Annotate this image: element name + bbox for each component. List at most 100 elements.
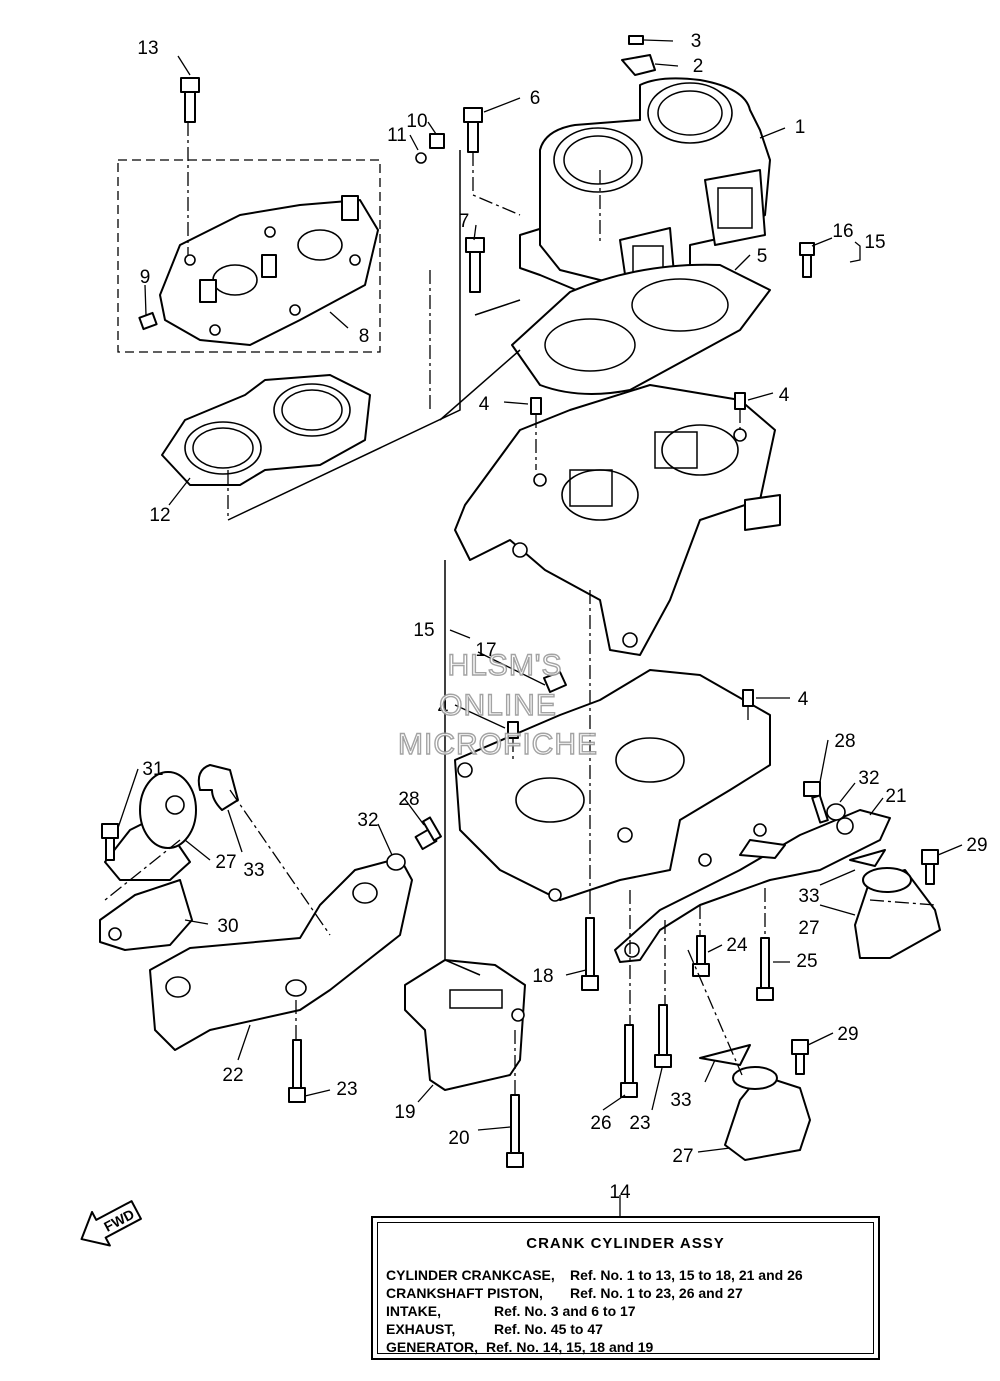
assy-row-ref: Ref. No. 3 and 6 to 17 (494, 1303, 636, 1319)
plug-10 (429, 133, 445, 149)
callout-20: 20 (448, 1128, 469, 1149)
assembly-reference-inner-border: CRANK CYLINDER ASSY CYLINDER CRANKCASE, R… (377, 1222, 874, 1357)
watermark: HLSM'S ONLINE MICROFICHE (397, 648, 598, 761)
engine-bracket-21 (614, 809, 891, 963)
cylinder-head (159, 195, 379, 346)
bolt-23a (288, 1039, 306, 1103)
callout-22: 22 (222, 1065, 243, 1086)
screw-16 (799, 242, 815, 278)
callout-1: 1 (795, 117, 806, 138)
bracket-19 (404, 959, 526, 1091)
dowel-pin-4a (530, 397, 542, 415)
assy-row-name: INTAKE, (386, 1303, 441, 1319)
callout-31: 31 (142, 759, 163, 780)
assy-row: CYLINDER CRANKCASE, Ref. No. 1 to 13, 15 … (386, 1267, 803, 1285)
bolt-25 (756, 937, 774, 1001)
watermark-line-1: HLSM'S (447, 649, 562, 682)
callout-15a: 15 (864, 232, 885, 253)
callout-28a: 28 (398, 789, 419, 810)
callout-23a: 23 (336, 1079, 357, 1100)
washer-32a (386, 853, 406, 871)
lower-crankcase (454, 669, 771, 902)
screw-3 (628, 35, 644, 45)
bolt-6 (463, 107, 483, 153)
callout-32a: 32 (357, 810, 378, 831)
upper-crankcase (454, 384, 781, 656)
callout-13: 13 (137, 38, 158, 59)
engine-mount-27-right (854, 867, 941, 959)
bolt-26 (620, 1024, 638, 1098)
assy-row-ref: Ref. No. 1 to 13, 15 to 18, 21 and 26 (570, 1267, 803, 1283)
callout-6: 6 (530, 88, 541, 109)
callout-30: 30 (217, 916, 238, 937)
bolt-24 (692, 935, 710, 977)
callout-11: 11 (387, 125, 407, 146)
dowel-pin-4b (734, 392, 746, 410)
head-gasket (161, 374, 371, 486)
bracket-2 (621, 54, 656, 76)
callout-33a: 33 (243, 860, 264, 881)
leader-lines (117, 39, 963, 1216)
callout-29b: 29 (837, 1024, 858, 1045)
bolt-28b (803, 781, 829, 824)
callout-28b: 28 (834, 731, 855, 752)
engine-bracket-22 (149, 857, 413, 1051)
callout-17: 17 (475, 640, 496, 661)
washer-11 (415, 152, 427, 164)
fitting-17 (543, 671, 567, 693)
assembly-title: CRANK CYLINDER ASSY (526, 1235, 725, 1252)
assy-row: CRANKSHAFT PISTON, Ref. No. 1 to 23, 26 a… (386, 1285, 743, 1303)
callout-4c: 4 (798, 689, 809, 710)
assy-row: GENERATOR,Ref. No. 14, 15, 18 and 19 (386, 1339, 653, 1357)
cylinder-block (519, 77, 771, 306)
plate-30 (99, 879, 193, 951)
engine-mount-left (104, 771, 197, 881)
bolt-31 (101, 823, 119, 861)
callout-9: 9 (140, 267, 151, 288)
bolt-20 (506, 1094, 524, 1168)
callout-15b: 15 (413, 620, 434, 641)
bolt-29a (921, 849, 939, 885)
callout-5: 5 (757, 246, 768, 267)
fwd-arrow: FWD (80, 1200, 142, 1247)
callout-27a: 27 (215, 852, 236, 873)
callout-14: 14 (609, 1182, 631, 1203)
callout-26: 26 (590, 1113, 611, 1134)
callout-32b: 32 (858, 768, 879, 789)
assy-row: EXHAUST, Ref. No. 45 to 47 (386, 1321, 603, 1339)
callout-12: 12 (149, 505, 170, 526)
assy-row-name: CRANKSHAFT PISTON, (386, 1285, 543, 1301)
callout-7: 7 (459, 211, 470, 232)
callout-3: 3 (691, 31, 702, 52)
watermark-line-2: ONLINE (439, 689, 557, 722)
bolt-23b (654, 1004, 672, 1068)
callout-29a: 29 (966, 835, 987, 856)
assembly-reference-box: CRANK CYLINDER ASSY CYLINDER CRANKCASE, R… (371, 1216, 880, 1360)
cylinder-base-gasket (511, 263, 771, 395)
watermark-line-3: MICROFICHE (398, 728, 598, 761)
callout-4d: 4 (438, 698, 449, 719)
assy-row-name: EXHAUST, (386, 1321, 456, 1337)
washer-32b (826, 803, 846, 821)
callout-2: 2 (693, 56, 704, 77)
callout-24: 24 (726, 935, 748, 956)
assy-row-ref: Ref. No. 14, 15, 18 and 19 (486, 1339, 654, 1355)
callout-8: 8 (359, 326, 370, 347)
bolt-13 (180, 77, 200, 123)
assy-row-ref: Ref. No. 45 to 47 (494, 1321, 603, 1337)
assy-row: INTAKE, Ref. No. 3 and 6 to 17 (386, 1303, 636, 1321)
assy-row-ref: Ref. No. 1 to 23, 26 and 27 (570, 1285, 743, 1301)
bolt-29b (791, 1039, 809, 1075)
clip-33a (197, 764, 239, 811)
clip-33b (849, 849, 886, 867)
cylinder-head-dashed-box (117, 159, 381, 353)
callout-23b: 23 (629, 1113, 650, 1134)
callout-4b: 4 (479, 394, 490, 415)
assy-row-name: CYLINDER CRANKCASE, (386, 1267, 555, 1283)
callout-16: 16 (832, 221, 853, 242)
callout-10: 10 (406, 111, 427, 132)
callout-19: 19 (394, 1102, 415, 1123)
clip-33c (699, 1044, 751, 1066)
callout-21: 21 (885, 786, 906, 807)
